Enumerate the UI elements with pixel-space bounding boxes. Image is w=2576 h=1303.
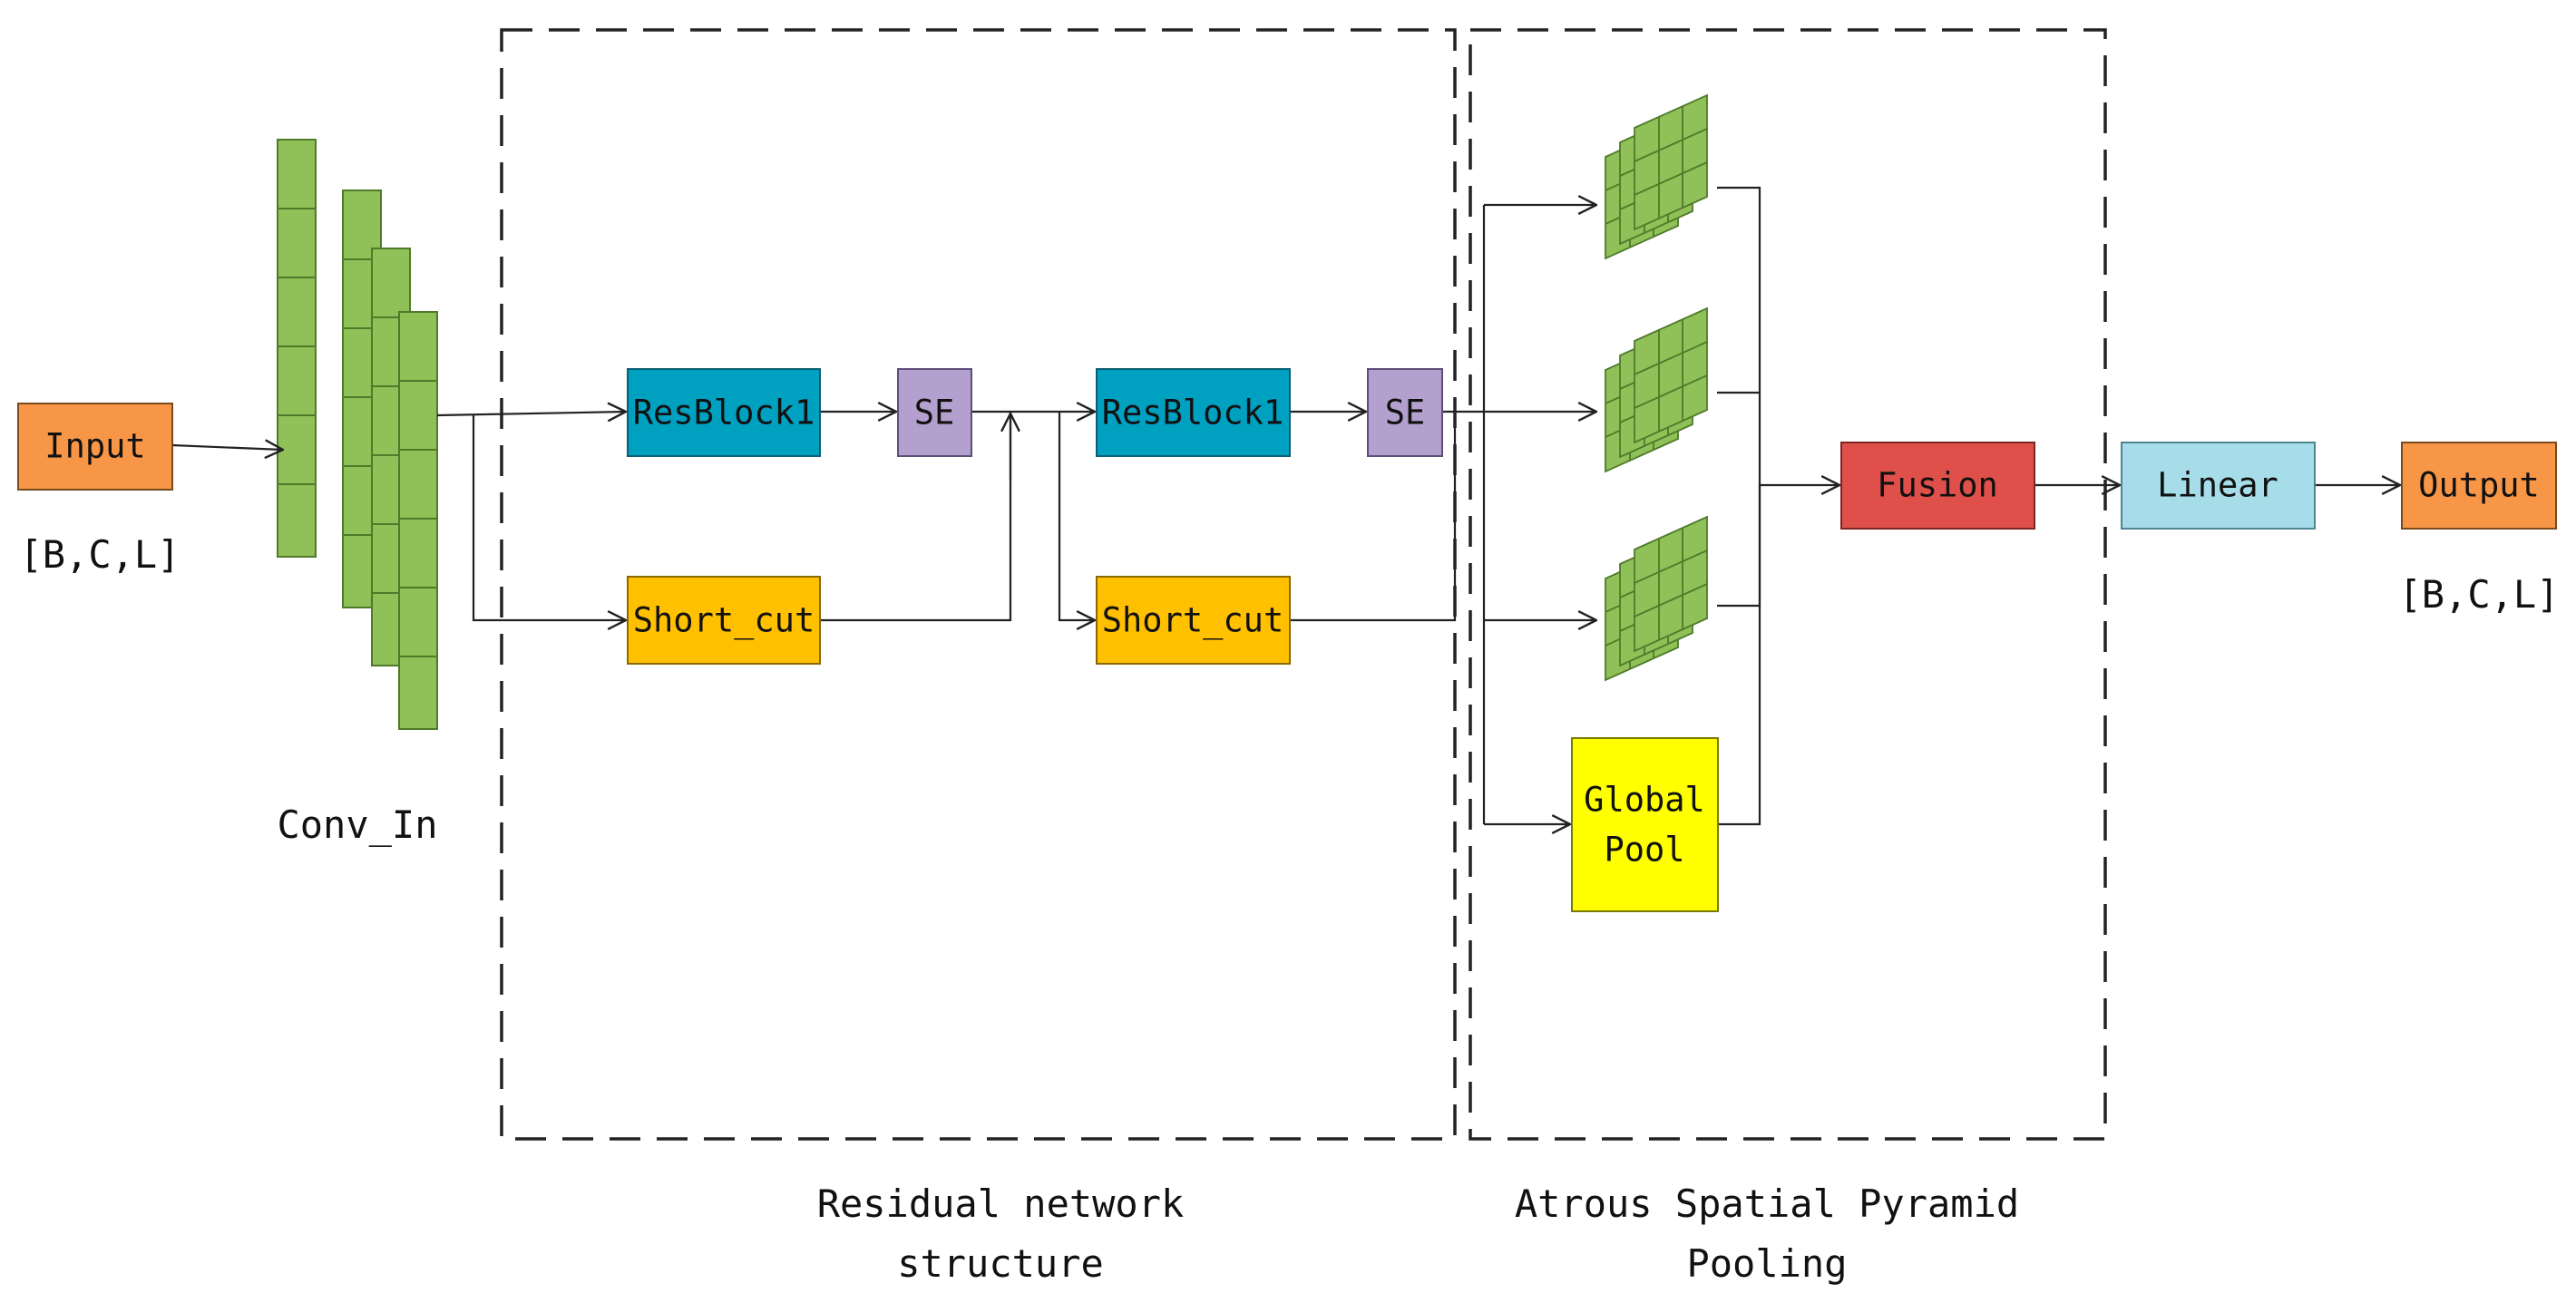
edge-conv-to-shortcut-a bbox=[472, 415, 626, 620]
conv-column-1 bbox=[277, 139, 317, 558]
edge-input-to-conv bbox=[171, 445, 283, 450]
resblock1-a-label: ResBlock1 bbox=[633, 394, 815, 433]
atrous-conv-grid-2 bbox=[1605, 306, 1708, 473]
edge-conv-to-resblock-a bbox=[436, 412, 626, 415]
output-node: Output bbox=[2401, 442, 2557, 530]
resblock1-node-a: ResBlock1 bbox=[627, 368, 821, 457]
conv-in-feature-maps bbox=[277, 139, 438, 730]
edge-grid-3-out bbox=[1717, 485, 1761, 608]
linear-label: Linear bbox=[2157, 466, 2278, 505]
se-b-label: SE bbox=[1385, 394, 1426, 433]
aspp-caption-line2: Pooling bbox=[1686, 1241, 1847, 1286]
fusion-label: Fusion bbox=[1877, 466, 1998, 505]
residual-caption-line2: structure bbox=[897, 1241, 1104, 1286]
output-label: Output bbox=[2418, 466, 2540, 505]
global-pool-label-line2: Pool bbox=[1604, 831, 1684, 870]
input-node: Input bbox=[17, 403, 173, 491]
linear-node: Linear bbox=[2121, 442, 2316, 530]
se-node-a: SE bbox=[897, 368, 972, 457]
edge-grid-1-out bbox=[1717, 186, 1761, 485]
atrous-conv-grid-3 bbox=[1605, 515, 1708, 682]
aspp-caption-line1: Atrous Spatial Pyramid bbox=[1515, 1181, 2019, 1226]
resblock1-node-b: ResBlock1 bbox=[1096, 368, 1291, 457]
aspp-region bbox=[1469, 28, 2107, 1141]
conv-column-4 bbox=[398, 311, 438, 730]
atrous-conv-grid-1 bbox=[1605, 93, 1708, 260]
input-shape-label: [B,C,L] bbox=[19, 532, 180, 577]
edge-shortcut-b-to-merge bbox=[1290, 412, 1457, 622]
shortcut-b-label: Short_cut bbox=[1102, 601, 1283, 641]
residual-network-region bbox=[500, 28, 1457, 1141]
input-label: Input bbox=[44, 427, 145, 466]
connectors bbox=[171, 186, 2400, 826]
edge-se-a-to-merge bbox=[820, 410, 1012, 622]
fusion-node: Fusion bbox=[1840, 442, 2035, 530]
residual-caption-line1: Residual network bbox=[817, 1181, 1185, 1226]
edge-merge-to-shortcut-b bbox=[1058, 412, 1095, 620]
global-pool-node: Global Pool bbox=[1571, 737, 1719, 912]
atrous-conv-grids bbox=[1605, 93, 1708, 682]
se-node-b: SE bbox=[1367, 368, 1443, 457]
resblock1-b-label: ResBlock1 bbox=[1102, 394, 1283, 433]
global-pool-label-line1: Global bbox=[1584, 781, 1705, 820]
edge-global-pool-out bbox=[1718, 485, 1761, 826]
se-a-label: SE bbox=[914, 394, 955, 433]
shortcut-node-b: Short_cut bbox=[1096, 576, 1291, 665]
shortcut-a-label: Short_cut bbox=[633, 601, 815, 641]
output-shape-label: [B,C,L] bbox=[2398, 572, 2559, 617]
shortcut-node-a: Short_cut bbox=[627, 576, 821, 665]
conv-in-label: Conv_In bbox=[277, 802, 437, 847]
